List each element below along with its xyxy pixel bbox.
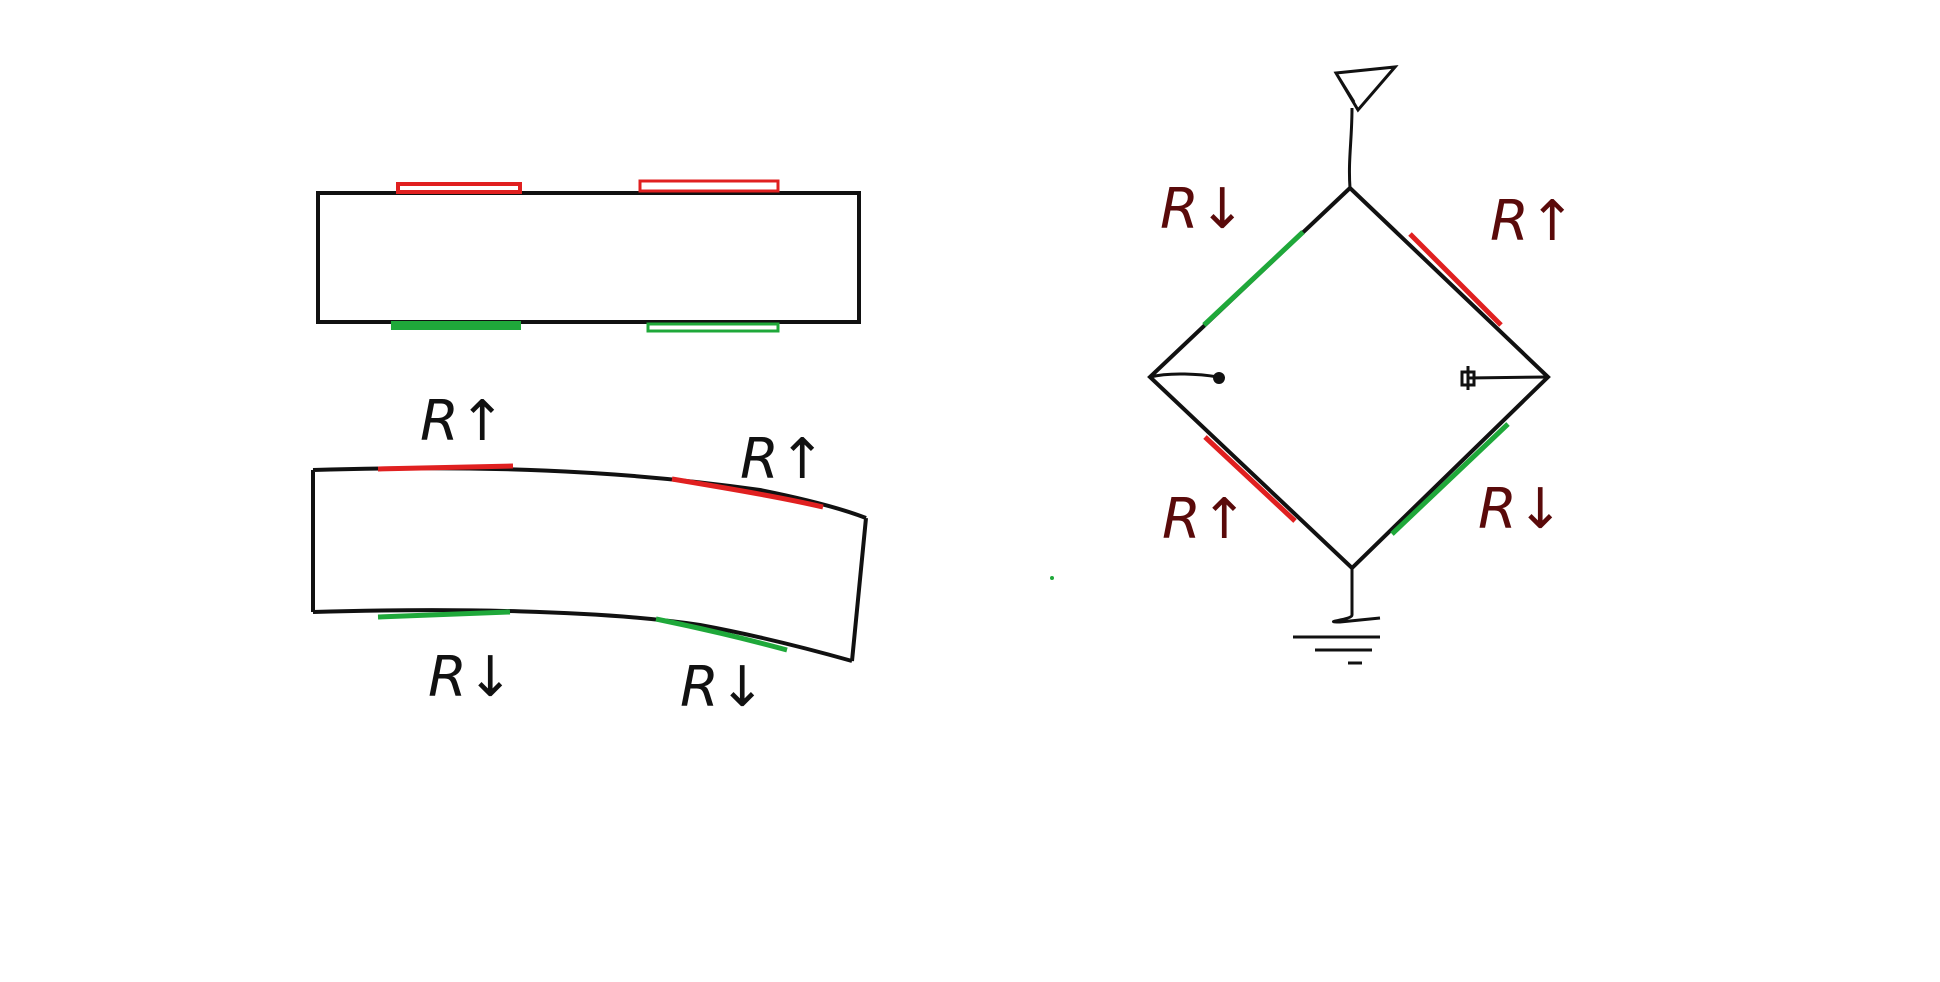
label-bent-top-left: R↑ [420,389,506,454]
bent-gauge-top-left [377,463,514,472]
stray-dot [1050,576,1054,580]
label-bent-bottom-left: R↓ [428,645,514,710]
bridge-arm-upper-right-gauge [1408,232,1503,327]
bent-gauge-bottom-left [377,609,511,620]
ground-symbol-icon [1293,568,1381,665]
gauge-top-right [638,179,780,193]
bent-gauge-bottom-right [655,616,788,653]
right-measurement-lead [1467,375,1549,380]
bent-gauge-top-right [671,476,824,510]
bridge-arm-upper-left-gauge [1202,230,1305,327]
bent-beam: R↑ R↑ R↓ R↓ [311,389,868,720]
left-measurement-node [1213,372,1225,384]
label-bridge-upper-right: R↑ [1490,189,1576,254]
bridge-arm-lower-right-gauge [1390,422,1510,536]
label-bridge-upper-left: R↓ [1160,177,1246,242]
straight-beam-body [316,191,861,324]
gauge-bottom-right [646,322,780,333]
right-measurement-node [1460,366,1476,390]
label-bridge-lower-left: R↑ [1162,487,1248,552]
antenna-triangle-icon [1333,65,1399,113]
straight-beam [316,179,861,333]
gauge-top-left [396,182,522,194]
supply-lead [1347,107,1354,189]
label-bridge-lower-right: R↓ [1478,477,1564,542]
left-measurement-lead [1149,372,1219,379]
wheatstone-bridge: R↓ R↑ R↑ R↓ [1147,65,1576,665]
label-bent-bottom-right: R↓ [680,655,766,720]
label-bent-top-right: R↑ [740,427,826,492]
bridge-arm-lower-left-gauge [1203,435,1297,523]
gauge-bottom-left [391,321,521,330]
